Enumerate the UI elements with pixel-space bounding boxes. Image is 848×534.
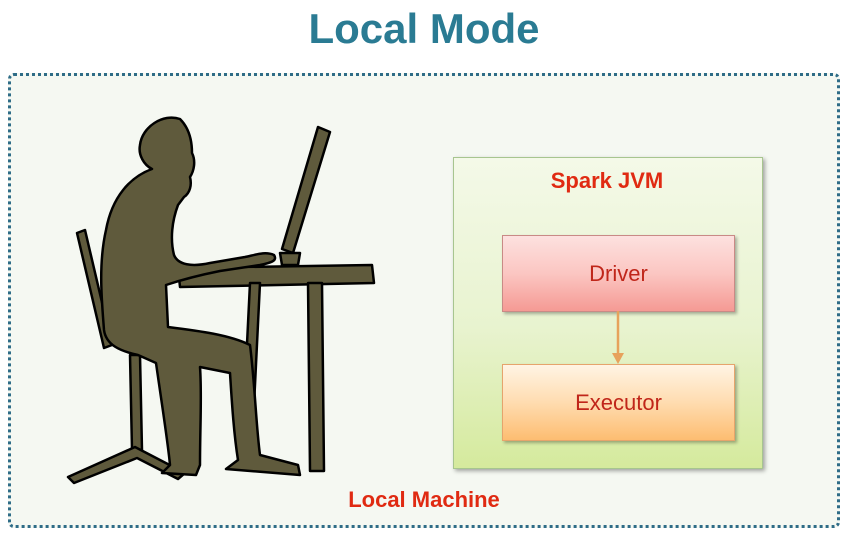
spark-jvm-label: Spark JVM — [550, 168, 664, 193]
driver-box: Driver — [502, 235, 735, 312]
executor-label: Executor — [575, 389, 662, 415]
driver-executor-connector — [612, 311, 624, 364]
driver-label: Driver — [589, 260, 648, 286]
person-at-computer-icon — [66, 116, 376, 485]
page-title: Local Mode — [308, 5, 540, 52]
executor-box: Executor — [502, 364, 735, 441]
local-machine-label: Local Machine — [348, 487, 500, 512]
